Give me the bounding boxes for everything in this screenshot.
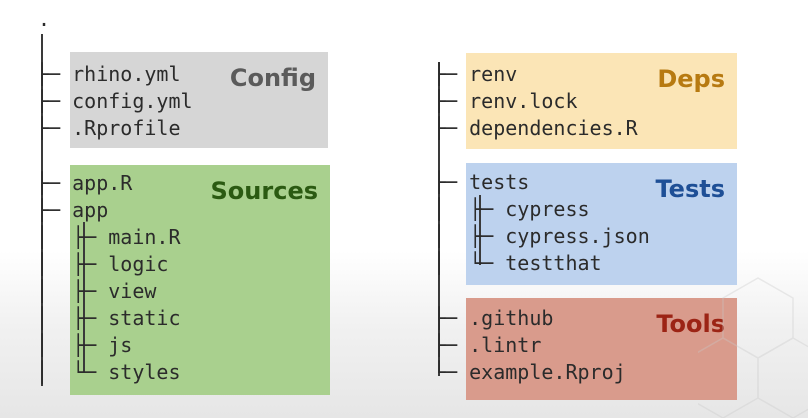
tree-entry-rprofile: ├─ .Rprofile	[36, 116, 181, 140]
tree-entry-renv-lock: ├─ renv.lock	[433, 89, 578, 113]
sources-panel-title: Sources	[210, 177, 318, 205]
tree-entry-logic: │ ├─ logic	[36, 252, 169, 276]
tree-entry-github: ├─ .github	[433, 306, 554, 330]
tree-entry-dependencies-r: ├─ dependencies.R	[433, 116, 638, 140]
config-panel-title: Config	[229, 64, 316, 92]
left-tree-trunk	[41, 34, 43, 386]
right-tests-subtree-rule	[479, 195, 481, 265]
tools-panel-title: Tools	[656, 310, 725, 338]
tree-root-marker: .	[38, 7, 51, 31]
tree-entry-renv: ├─ renv	[433, 62, 518, 86]
config-panel: Config	[70, 52, 328, 148]
tree-entry-view: │ ├─ view	[36, 279, 157, 303]
tree-entry-testthat: │ └─ testthat	[433, 251, 602, 275]
right-tree-trunk	[438, 62, 440, 376]
tree-entry-app: ├─ app	[36, 198, 109, 222]
hexagon-pattern-decoration	[698, 277, 808, 418]
tree-entry-tests: ├─ tests	[433, 170, 530, 194]
tools-panel: Tools	[466, 298, 737, 400]
tree-entry-static: │ ├─ static	[36, 306, 181, 330]
tree-entry-cypress: │ ├─ cypress	[433, 197, 590, 221]
tests-panel-title: Tests	[655, 175, 725, 203]
tree-entry-js: │ ├─ js	[36, 333, 133, 357]
tree-entry-app-r: ├─ app.R	[36, 171, 133, 195]
deps-panel-title: Deps	[657, 65, 725, 93]
tree-entry-config-yml: ├─ config.yml	[36, 89, 193, 113]
left-app-subtree-rule	[83, 222, 85, 372]
sources-panel: Sources	[70, 165, 330, 395]
deps-panel: Deps	[466, 53, 737, 149]
tree-entry-cypress-json: │ ├─ cypress.json	[433, 224, 650, 248]
tree-entry-example-rproj: └─ example.Rproj	[433, 360, 626, 384]
tree-entry-main-r: │ ├─ main.R	[36, 225, 181, 249]
tree-entry-styles: │ └─ styles	[36, 360, 181, 384]
tree-entry-rhino-yml: ├─ rhino.yml	[36, 62, 181, 86]
tests-panel: Tests	[466, 163, 737, 285]
tree-entry-lintr: ├─ .lintr	[433, 333, 542, 357]
